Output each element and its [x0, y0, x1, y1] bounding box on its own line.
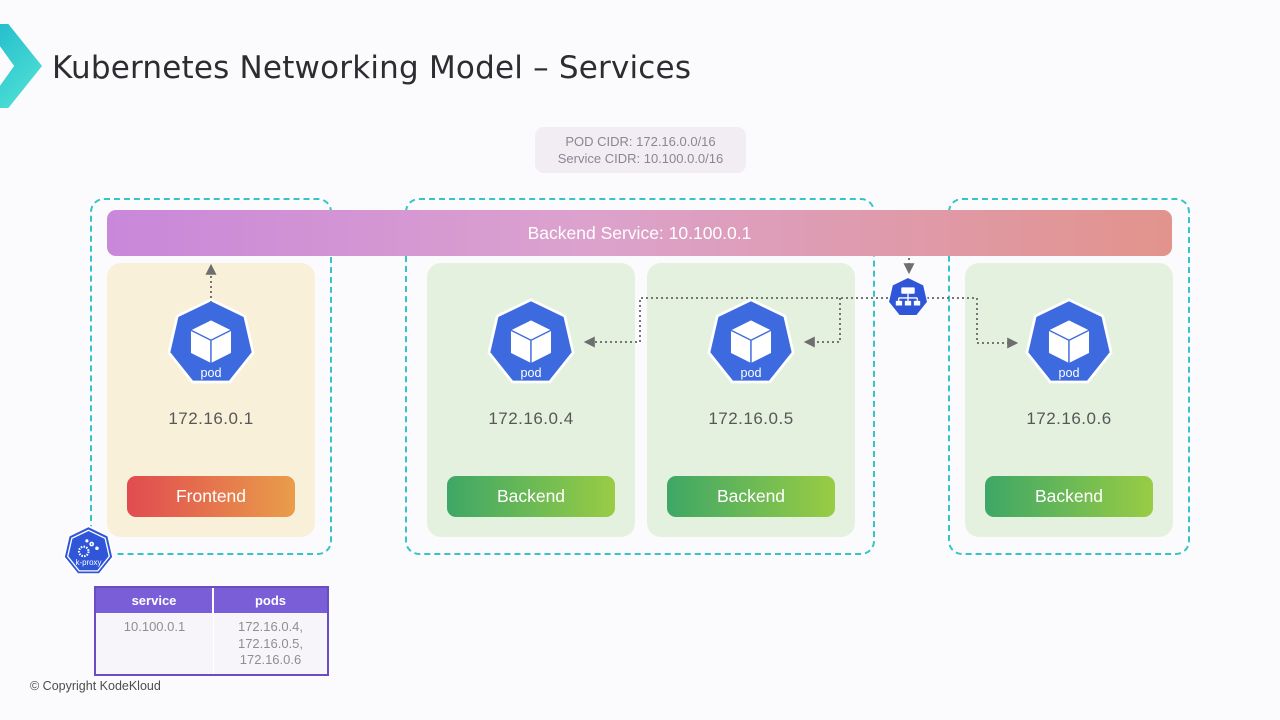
svg-text:pod: pod — [200, 366, 221, 380]
pod-icon: pod — [1025, 298, 1113, 384]
table-row: 10.100.0.1 172.16.0.4, 172.16.0.5, 172.1… — [96, 613, 327, 674]
kodekloud-chevron-icon — [0, 24, 42, 108]
node-box-3 — [948, 198, 1190, 555]
pod-cidr-text: POD CIDR: 172.16.0.0/16 — [565, 134, 716, 149]
svg-text:k-proxy: k-proxy — [76, 558, 102, 567]
cidr-info-box: POD CIDR: 172.16.0.0/16 Service CIDR: 10… — [535, 127, 746, 173]
pod-card-backend-1: pod 172.16.0.4 Backend — [427, 263, 635, 537]
node-box-2 — [405, 198, 875, 555]
pod-icon: pod — [487, 298, 575, 384]
pod-ip: 172.16.0.6 — [1026, 409, 1112, 428]
table-header-service: service — [96, 588, 214, 613]
service-cidr-text: Service CIDR: 10.100.0.0/16 — [557, 151, 724, 166]
pod-ip: 172.16.0.4 — [488, 409, 574, 428]
table-header-row: service pods — [96, 588, 327, 613]
backend-service-label: Backend Service: 10.100.0.1 — [527, 222, 752, 243]
backend-service-bar: Backend Service: 10.100.0.1 — [107, 210, 1172, 256]
pod-card-backend-3: pod 172.16.0.6 Backend — [965, 263, 1173, 537]
pod-icon: pod — [167, 298, 255, 384]
pod-card-frontend: pod 172.16.0.1 Frontend — [107, 263, 315, 537]
pod-card-backend-2: pod 172.16.0.5 Backend — [647, 263, 855, 537]
table-cell-pods: 172.16.0.4, 172.16.0.5, 172.16.0.6 — [237, 619, 304, 667]
backend-button: Backend — [985, 476, 1153, 517]
pod-ip: 172.16.0.1 — [168, 409, 254, 428]
svg-text:pod: pod — [740, 366, 761, 380]
node-box-1 — [90, 198, 332, 555]
backend-button: Backend — [447, 476, 615, 517]
table-header-pods: pods — [254, 593, 287, 608]
page-title: Kubernetes Networking Model – Services — [52, 50, 692, 86]
copyright-text: © Copyright KodeKloud — [30, 679, 161, 693]
backend-button: Backend — [667, 476, 835, 517]
network-switch-icon — [887, 276, 929, 317]
service-pods-table: service pods 10.100.0.1 172.16.0.4, 172.… — [94, 586, 329, 676]
k-proxy-icon: k-proxy — [62, 525, 115, 576]
pod-ip: 172.16.0.5 — [708, 409, 794, 428]
table-cell-service: 10.100.0.1 — [96, 613, 214, 674]
svg-text:pod: pod — [520, 366, 541, 380]
svg-text:pod: pod — [1058, 366, 1079, 380]
pod-icon: pod — [707, 298, 795, 384]
frontend-button: Frontend — [127, 476, 295, 517]
